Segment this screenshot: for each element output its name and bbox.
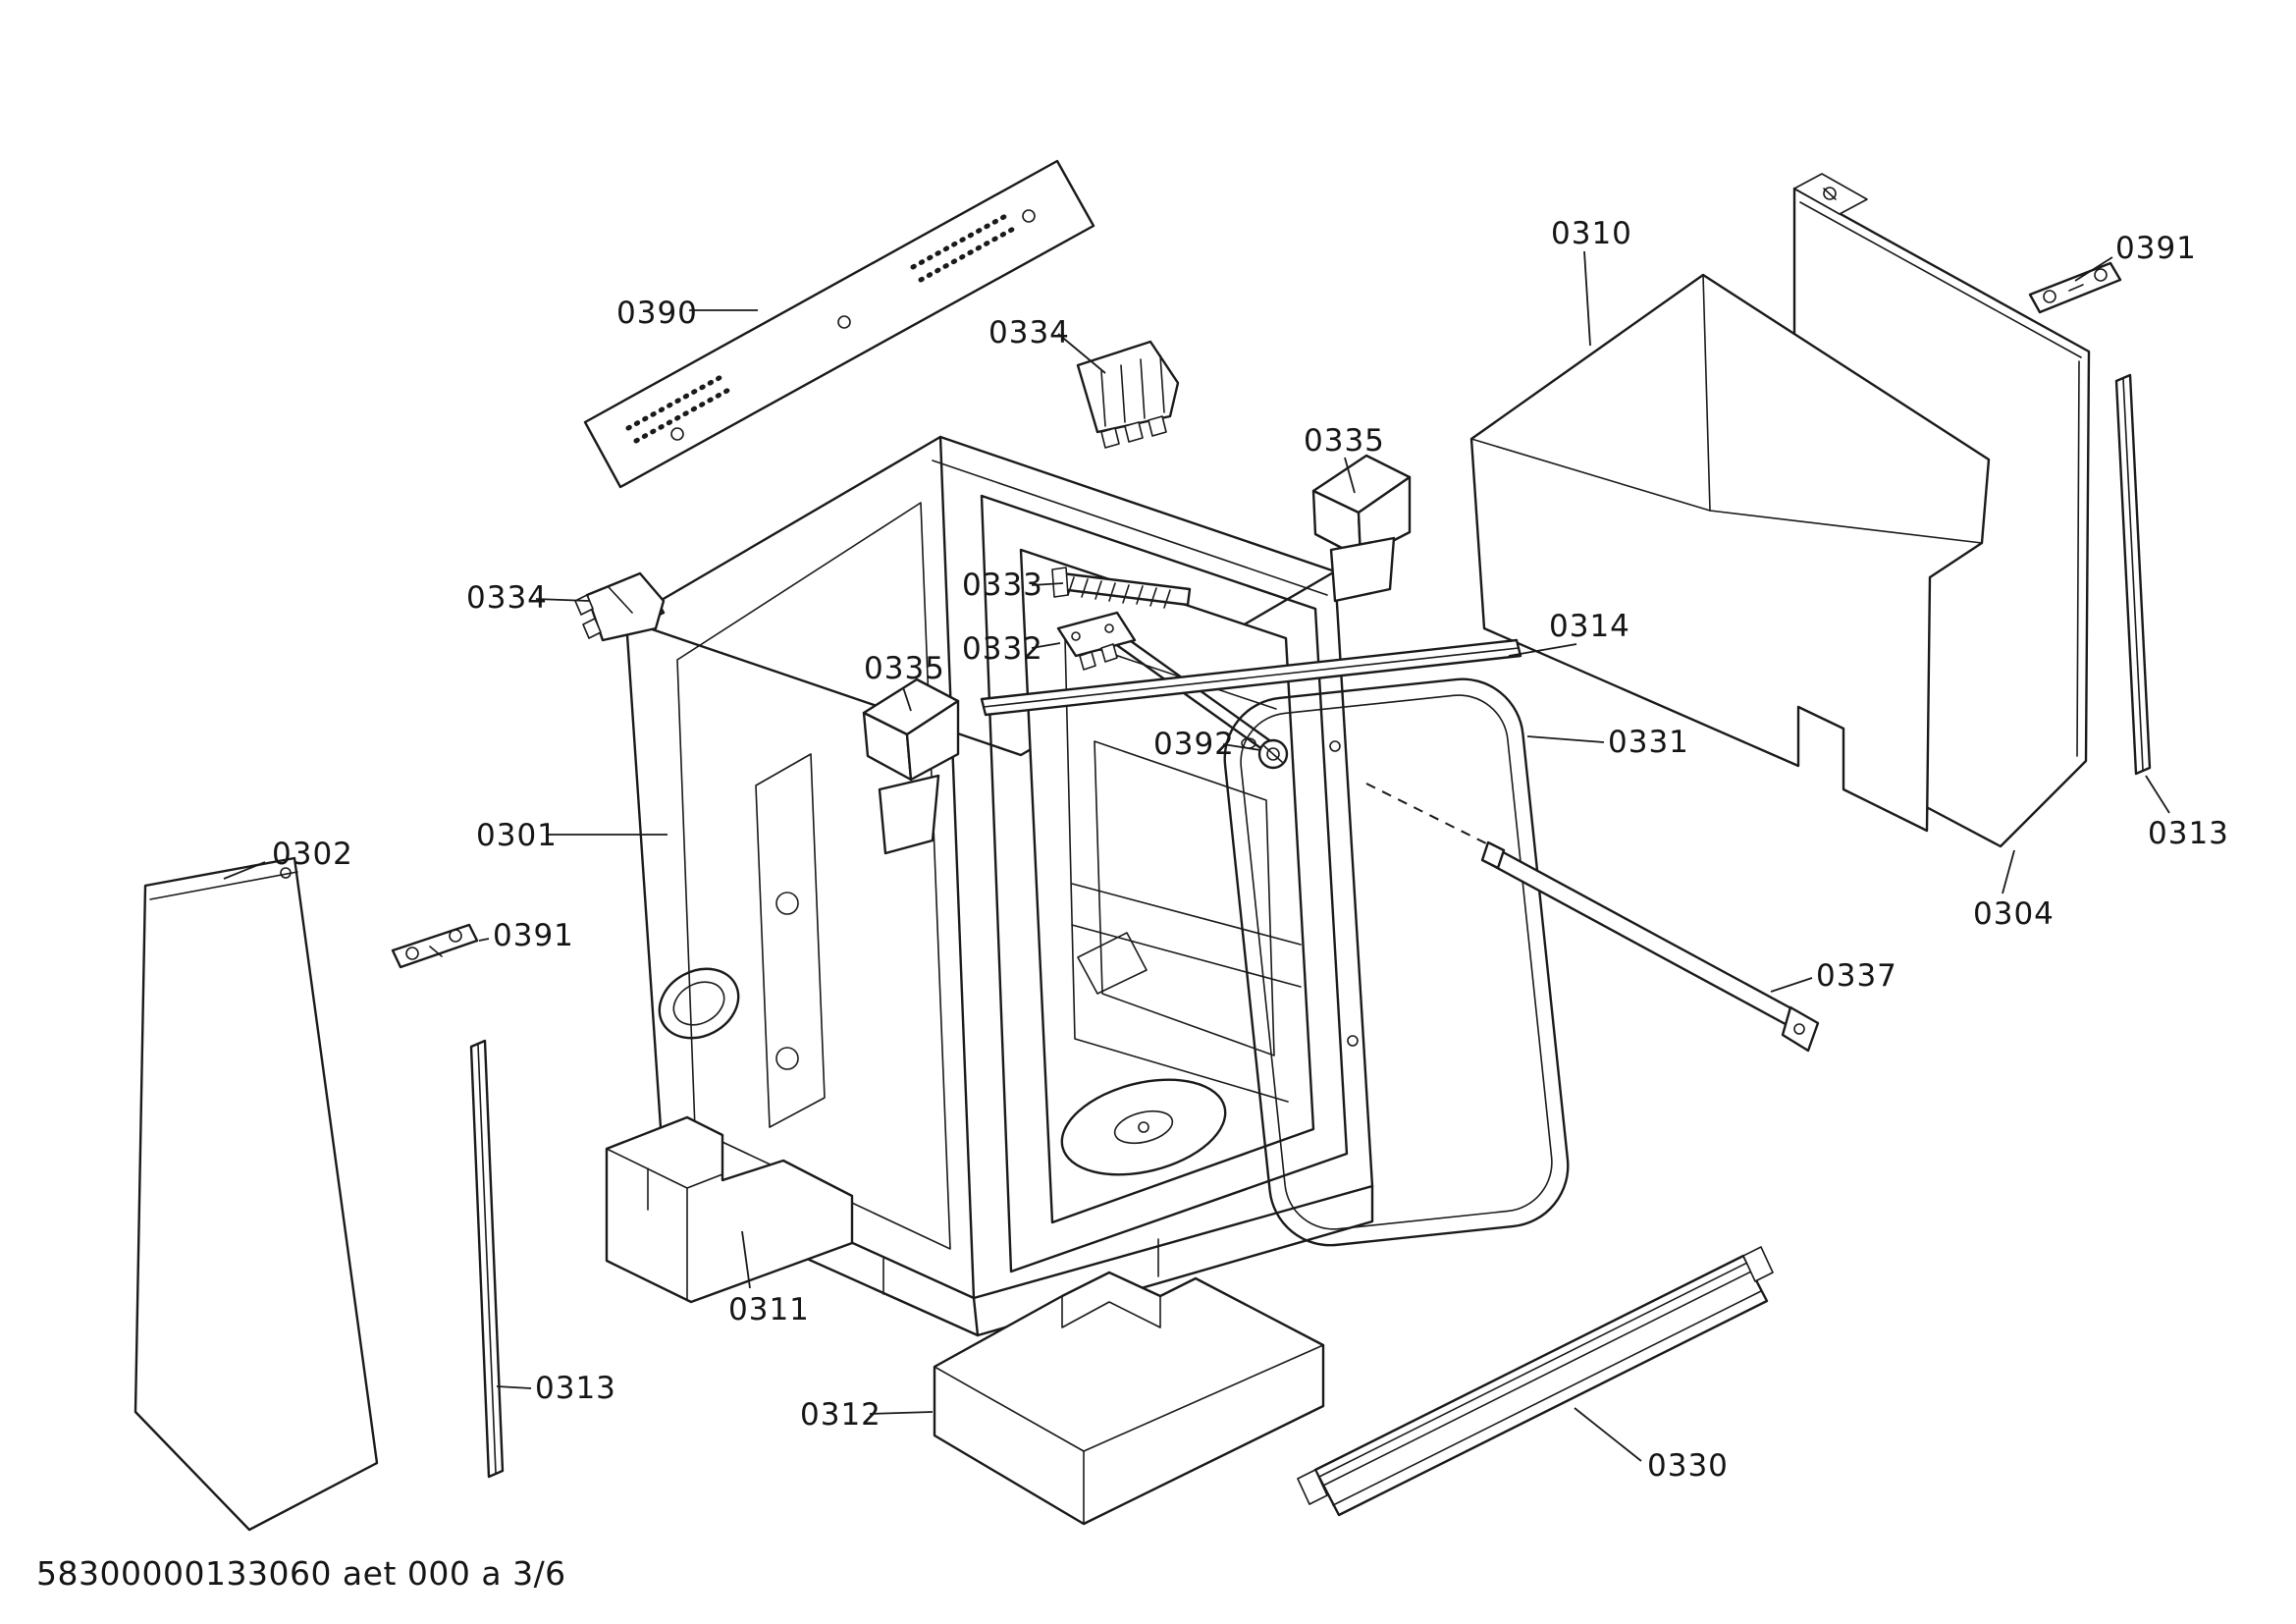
part-0330-base-channel [1297, 1246, 1774, 1517]
part-label-0332: 0332 [962, 631, 1043, 667]
part-label-0304: 0304 [1973, 896, 2055, 932]
part-0335-damper-mid-left [862, 677, 960, 855]
part-label-0331: 0331 [1608, 725, 1689, 760]
part-0332-clamp-bracket [1056, 611, 1137, 671]
leader-line-0392 [1222, 743, 1261, 751]
part-label-0391: 0391 [493, 918, 574, 953]
part-label-0391: 0391 [2115, 231, 2197, 266]
leader-line-0335 [1344, 457, 1356, 494]
part-label-0392: 0392 [1153, 727, 1235, 762]
part-0334-bracket-left [574, 571, 666, 642]
leader-line-0312 [869, 1411, 934, 1415]
part-label-0313: 0313 [535, 1371, 616, 1406]
leader-line-0311 [741, 1230, 751, 1289]
part-label-0390: 0390 [616, 296, 698, 331]
part-label-0333: 0333 [962, 568, 1043, 603]
part-0392-screw [1241, 737, 1289, 770]
part-label-0337: 0337 [1816, 958, 1897, 994]
leader-line-0331 [1526, 735, 1605, 743]
leader-line-0313 [496, 1385, 532, 1389]
part-label-0302: 0302 [272, 837, 353, 872]
part-label-0311: 0311 [728, 1292, 810, 1327]
leader-line-0302 [223, 861, 266, 880]
part-0314-sealing-strip [980, 638, 1522, 717]
part-0334-bracket-top [1076, 340, 1180, 449]
part-0313-trim-strip-right [2114, 373, 2152, 776]
part-0331-door-seal-frame [1223, 677, 1570, 1247]
part-0391-fixing-bracket-right [2028, 261, 2122, 314]
leader-line-0333 [1031, 582, 1064, 586]
part-0390-top-panel [583, 159, 1095, 489]
leader-line-0335 [902, 686, 912, 712]
part-label-0314: 0314 [1549, 609, 1630, 644]
part-0311-base-support [605, 1115, 854, 1304]
leader-line-0310 [1583, 250, 1591, 347]
part-label-0313: 0313 [2148, 816, 2229, 851]
part-label-0310: 0310 [1551, 216, 1632, 251]
part-label-0334: 0334 [466, 580, 548, 616]
part-0312-base-insulation [933, 1271, 1325, 1526]
part-label-0312: 0312 [800, 1397, 881, 1433]
part-0391-fixing-bracket-left [391, 923, 479, 969]
leader-line-0391 [478, 938, 490, 942]
part-label-0335: 0335 [1304, 423, 1385, 459]
part-label-0334: 0334 [988, 315, 1070, 351]
leader-line-0330 [1574, 1407, 1642, 1462]
leader-line-0314 [1508, 643, 1577, 657]
leader-line-0332 [1031, 642, 1061, 649]
part-label-0330: 0330 [1647, 1448, 1729, 1484]
part-0337-tension-rod [1365, 783, 1820, 1053]
leader-line-0313 [2145, 775, 2170, 814]
part-0310-insulation-sheet [1469, 273, 1991, 833]
leader-lines-layer [223, 250, 2170, 1462]
leader-line-0337 [1770, 977, 1813, 993]
leader-line-0304 [2002, 849, 2015, 894]
part-0313-trim-strip-left [469, 1039, 505, 1479]
leader-line-0391 [2074, 256, 2113, 282]
leader-line-0334 [535, 598, 590, 602]
part-0335-damper-top-right [1311, 454, 1412, 603]
part-label-0301: 0301 [476, 818, 558, 853]
part-0302-side-panel-left [133, 856, 379, 1532]
part-label-0335: 0335 [864, 651, 945, 686]
document-reference: 58300000133060 aet 000 a 3/6 [36, 1554, 566, 1593]
leader-line-0334 [1057, 333, 1106, 374]
